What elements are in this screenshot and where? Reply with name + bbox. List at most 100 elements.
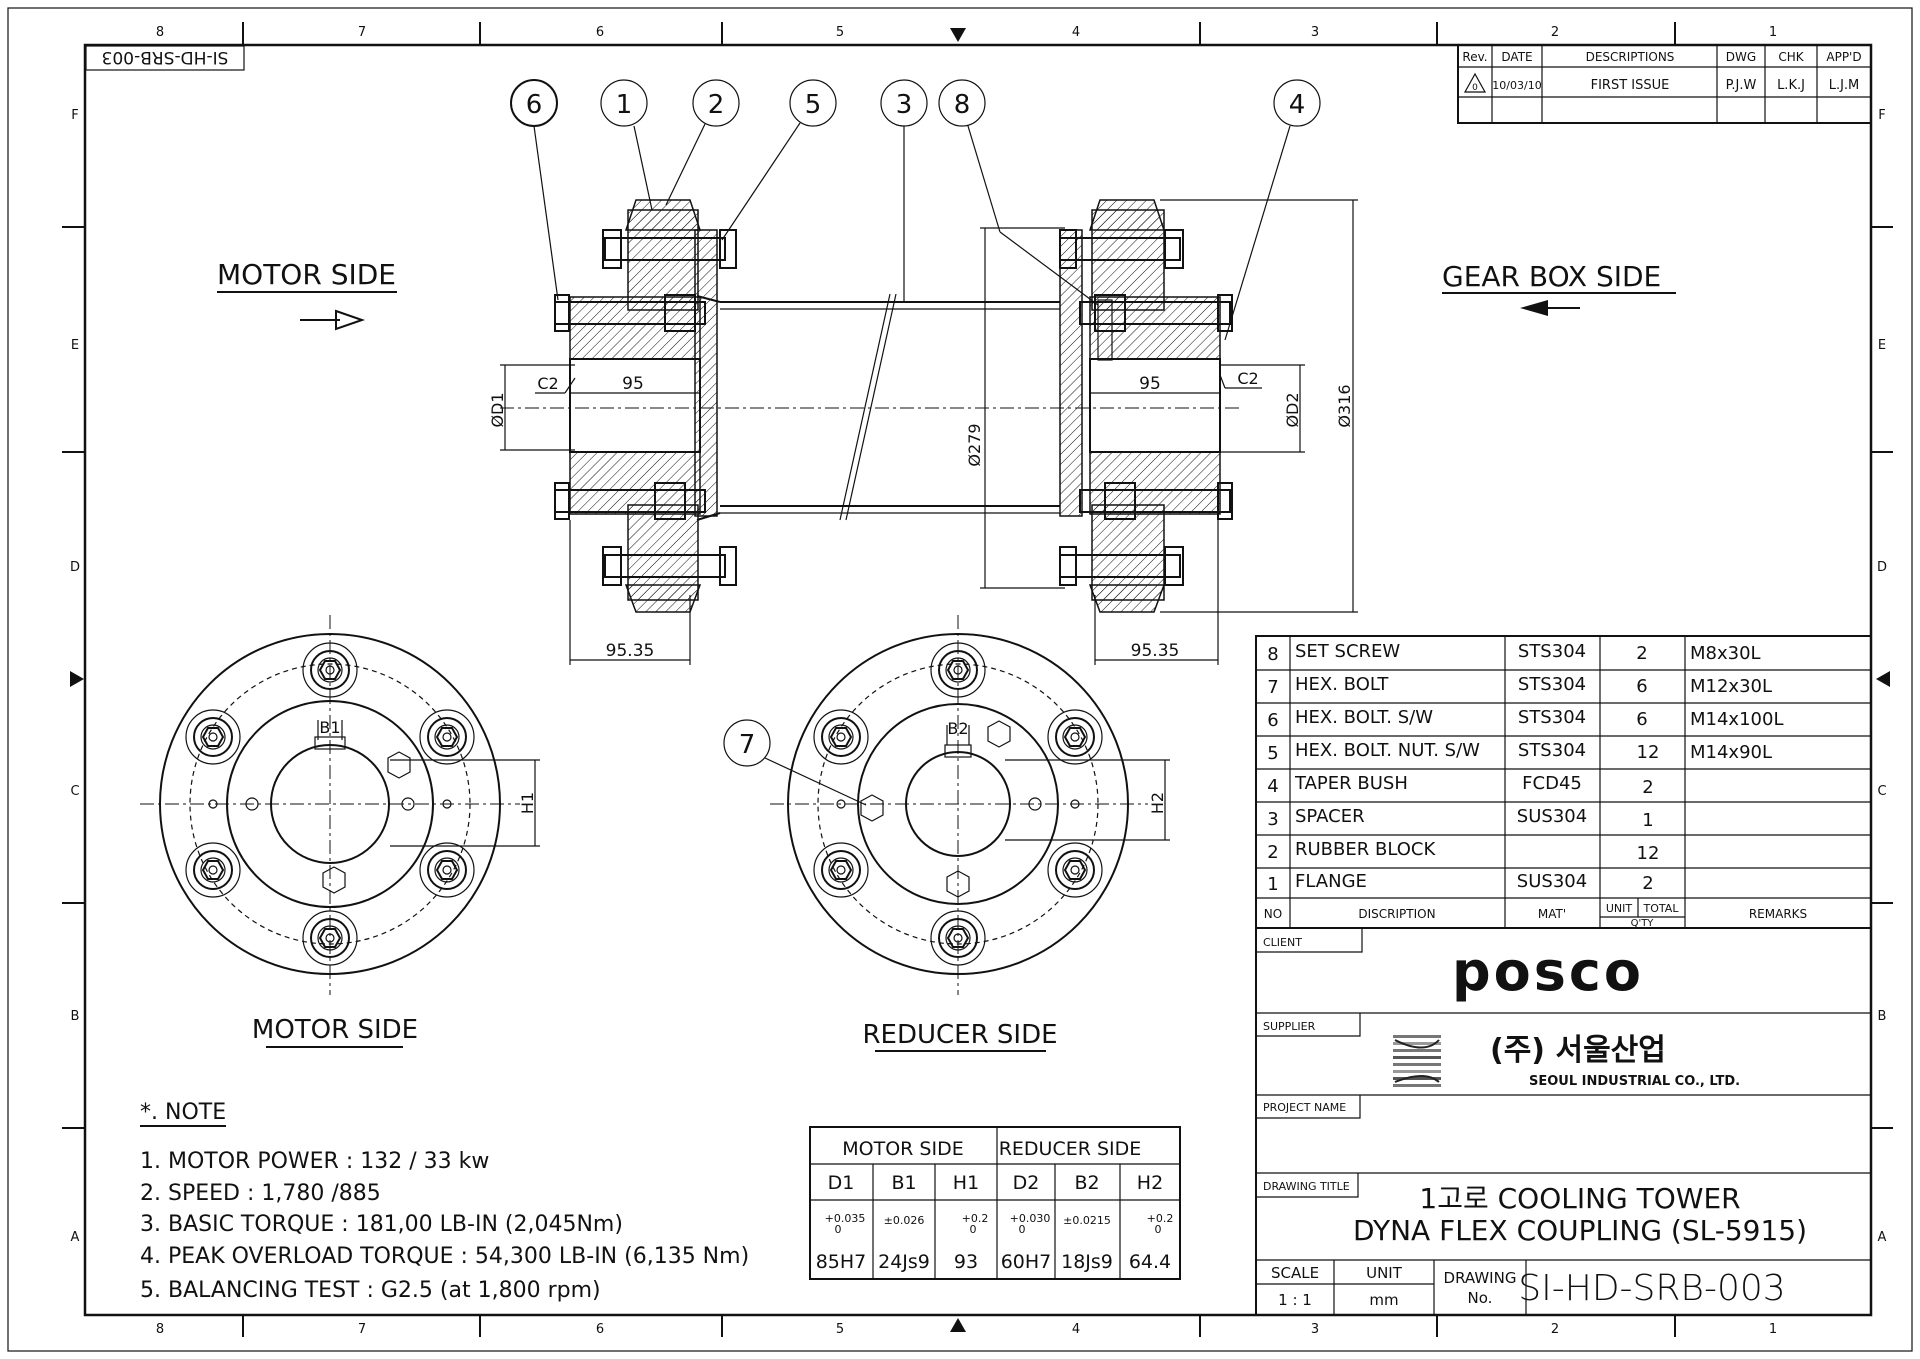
unit-label: UNIT [1366,1264,1403,1282]
svg-text:3: 3 [896,90,913,120]
row-label: B [71,1009,80,1024]
bom-qty: 12 [1637,742,1660,763]
drawing-no-tab: SI-HD-SRB-003 [85,45,245,71]
fit-group-motor: MOTOR SIDE [842,1138,963,1160]
gear-box-side-label: GEAR BOX SIDE [1442,260,1661,293]
fit-col: D1 [828,1172,855,1194]
arrow-up-icon [950,1318,966,1332]
balloon-5: 5 [721,79,837,241]
row-label: C [1877,784,1886,799]
col-label: 6 [596,25,604,40]
fit-tol-upper: +0.030 [1010,1212,1051,1225]
fit-value: 85H7 [816,1251,867,1273]
revision-triangle-icon [1463,72,1487,93]
bom-header: Q'TY [1631,918,1655,929]
bom-qty: 6 [1636,709,1647,730]
drawing-number: SI-HD-SRB-003 [1518,1268,1785,1309]
fit-tol-upper: +0.035 [825,1212,866,1225]
bom-desc: FLANGE [1295,871,1367,892]
bom-qty: 6 [1636,676,1647,697]
fit-col: B2 [1074,1172,1099,1194]
bom-mat: SUS304 [1517,871,1587,892]
dim-95-35-left: 95.35 [606,641,655,661]
reducer-side-view-label: REDUCER SIDE [862,1020,1057,1050]
svg-text:7: 7 [739,730,756,760]
fit-tol-lower: 0 [835,1223,842,1236]
fit-value: 60H7 [1001,1251,1052,1273]
col-label: 3 [1311,1322,1319,1337]
fit-col: D2 [1013,1172,1040,1194]
fit-tol-upper: +0.2 [962,1212,989,1225]
bom-desc: RUBBER BLOCK [1295,839,1436,860]
revision-table: Rev. DATE DESCRIPTIONS DWG CHK APP'D 0 1… [1457,44,1872,124]
fit-tol-upper: ±0.026 [884,1214,925,1227]
fit-tol-upper: ±0.0215 [1063,1214,1111,1227]
row-label: C [70,784,79,799]
dim-h1: H1 [518,792,537,814]
svg-text:4: 4 [1289,90,1306,120]
rev-description: FIRST ISSUE [1591,78,1670,93]
rev-header: DWG [1726,50,1756,64]
notes-block: *. NOTE 1. MOTOR POWER : 132 / 33 kw 2. … [140,1100,749,1303]
dim-95-left: 95 [622,374,644,394]
bom-header: TOTAL [1643,902,1680,915]
bom-no: 6 [1267,710,1278,731]
bom-no: 1 [1267,874,1278,895]
grid-column-labels: 8 7 6 5 4 3 2 1 8 7 6 5 4 3 2 1 [156,25,1777,1337]
rev-header: CHK [1778,50,1804,64]
row-label: A [71,1230,80,1245]
svg-text:5: 5 [805,90,822,120]
gear-box-side-label-group: GEAR BOX SIDE [1442,260,1676,316]
bom-desc: SPACER [1295,806,1365,827]
dim-b1: B1 [319,718,340,737]
title-block: CLIENT SUPPLIER PROJECT NAME DRAWING TIT… [1255,927,1872,1316]
note-item: 3. BASIC TORQUE : 181,00 LB-IN (2,045Nm) [140,1212,623,1237]
bom-mat: STS304 [1518,707,1586,728]
dim-c2-left: C2 [537,374,558,393]
bom-header: UNIT [1606,902,1633,915]
svg-text:1: 1 [616,90,633,120]
fit-value: 93 [954,1251,978,1273]
grid-ticks [62,22,1893,1337]
arrow-down-icon [950,28,966,42]
col-label: 2 [1551,1322,1559,1337]
bom-no: 4 [1267,776,1278,797]
col-label: 4 [1072,1322,1080,1337]
row-label: F [71,108,78,123]
dim-95-right: 95 [1139,374,1161,394]
supplier-label: SUPPLIER [1263,1020,1316,1033]
supplier-name-english: SEOUL INDUSTRIAL CO., LTD. [1529,1074,1740,1089]
col-label: 1 [1769,25,1777,40]
reducer-side-end-view: H2 B2 REDUCER SIDE [770,615,1170,1052]
col-label: 2 [1551,25,1559,40]
bom-no: 7 [1267,677,1278,698]
motor-side-label: MOTOR SIDE [217,258,396,291]
arrow-left-icon [1876,671,1890,687]
rev-dwg: P.J.W [1726,78,1757,93]
drawing-no-label-no: No. [1468,1289,1493,1307]
balloon-4: 4 [1224,79,1321,341]
bom-mat: STS304 [1518,740,1586,761]
client-logo: posco [1452,940,1644,1003]
bom-desc: SET SCREW [1295,641,1400,662]
fit-value: 64.4 [1129,1251,1171,1273]
bom-qty: 2 [1642,777,1653,798]
bom-header: NO [1264,907,1282,921]
bom-no: 5 [1267,743,1278,764]
svg-text:2: 2 [708,90,725,120]
balloon-7: 7 [723,719,867,806]
scale-label: SCALE [1271,1264,1319,1282]
bom-header: MAT' [1538,907,1566,921]
project-label: PROJECT NAME [1263,1101,1346,1114]
bom-remarks: M14x90L [1690,742,1772,763]
supplier-name-korean: (주) 서울산업 [1490,1033,1666,1068]
rev-date: 10/03/10 [1492,79,1541,92]
supplier-logo-icon [1393,1035,1441,1087]
rev-header: DESCRIPTIONS [1586,50,1675,64]
arrow-right-icon [70,671,84,687]
drawing-no-label: DRAWING [1444,1269,1517,1287]
bom-no: 8 [1267,644,1278,665]
bom-table: 8 SET SCREW STS304 2 M8x30L 7 HEX. BOLT … [1255,635,1872,929]
dim-95-35-right: 95.35 [1131,641,1180,661]
balloon-1: 1 [600,79,653,211]
